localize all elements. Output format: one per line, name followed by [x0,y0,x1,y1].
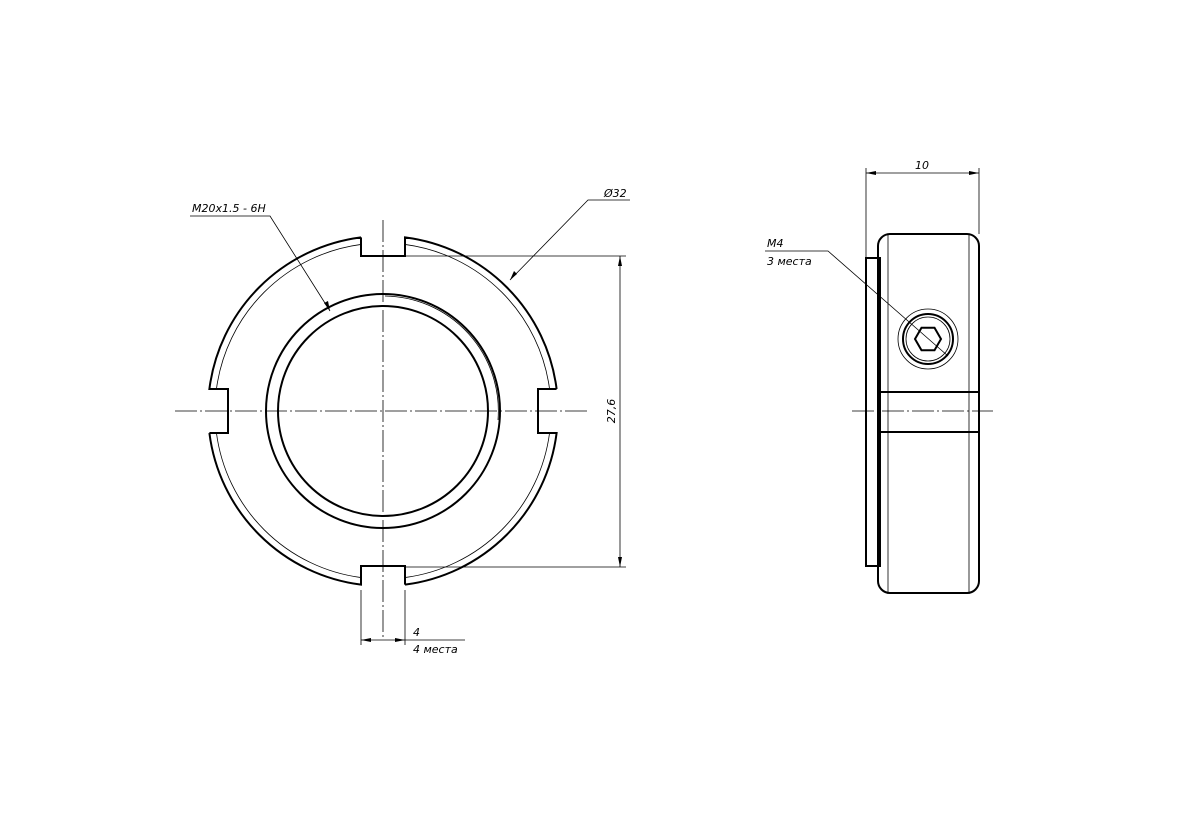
flange [865,257,881,567]
hex-socket-icon [913,326,943,352]
slot-count-text: 4 места [413,643,458,656]
height-dimension: 27,6 [405,255,626,568]
screw-count-text: 3 места [767,255,812,268]
thread-leader: M20x1.5 - 6H [190,202,331,312]
nut-body [877,233,980,594]
width-dim-text: 10 [915,159,929,172]
set-screw [897,308,959,370]
chamfer-circle [216,244,550,578]
side-view: 10 M4 3 места [765,159,993,594]
height-dim-text: 27,6 [605,399,618,424]
nut-outer-contour [208,236,558,586]
width-dimension: 10 [865,159,980,258]
screw-text: M4 [767,237,784,250]
thread-text: M20x1.5 - 6H [192,202,266,215]
front-view: 27,6 4 4 места Ø32 M20x1.5 - 6H [175,187,630,656]
screw-leader: M4 3 места [765,237,949,357]
slot-width-text: 4 [413,626,420,639]
diameter-text: Ø32 [603,187,627,200]
diameter-leader: Ø32 [509,187,630,281]
thread-arc [384,295,499,421]
slot-width-dimension: 4 4 места [360,590,465,656]
